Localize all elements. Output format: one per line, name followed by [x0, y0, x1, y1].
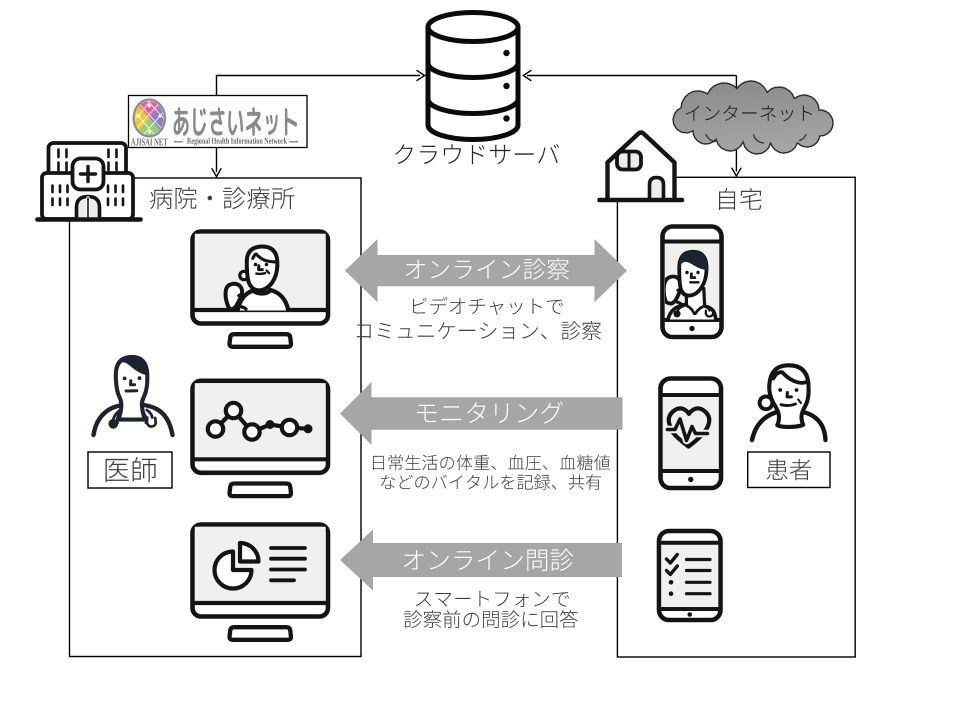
flow-arrow-both-icon — [345, 239, 627, 303]
flow0-title-text — [406, 258, 569, 280]
hospital-label: 病院・診療所 — [150, 183, 296, 210]
home-label: 自宅 — [719, 186, 767, 212]
arrowhead-left-icon — [522, 69, 532, 82]
arrowhead-down-icon — [730, 167, 742, 178]
internet-label: インターネット — [686, 103, 817, 124]
pie-report — [212, 540, 307, 591]
logo-abbr: AJISAI NET — [131, 136, 187, 147]
ajisai-net-logo — [127, 94, 308, 149]
doctor-label-text — [105, 457, 157, 483]
flow1-desc0: 日常生活の体重、血圧、血糖値 — [373, 451, 614, 470]
database-icon — [425, 10, 521, 142]
flow0-desc0: ビデオチャットで — [413, 295, 568, 316]
heart-pulse-icon — [663, 406, 712, 449]
hospital-label-text — [150, 186, 294, 210]
flow2-desc1: 診察前の問診に回答 — [404, 607, 579, 628]
patient-label-box — [747, 451, 831, 489]
monitor-person — [223, 244, 291, 311]
doctor-icon — [91, 354, 175, 438]
flow0-desc1: コミュニケーション、診察 — [357, 318, 604, 341]
flow1-title: モニタリング — [417, 395, 567, 423]
flow2-desc-text — [404, 591, 578, 629]
flow-arrows — [340, 239, 627, 629]
flow1-desc1: などのバイタルを記録、共有 — [381, 471, 603, 490]
doctor-label-box — [87, 451, 173, 489]
arrowhead-right-icon — [416, 69, 426, 82]
home-label-text — [719, 188, 762, 210]
smartphone-health-icon — [658, 376, 724, 491]
flow2-title-text — [404, 548, 574, 571]
logo-abbr-text — [131, 138, 168, 146]
home-section-box — [616, 176, 856, 658]
logo-subtitle: Regional Health Information Network — [187, 135, 328, 145]
patient-label-text — [766, 458, 811, 481]
doctor-label: 医師 — [106, 455, 161, 485]
cloud-server-label-text — [395, 143, 559, 165]
patient-icon — [749, 363, 828, 443]
flow1-title-text — [417, 401, 563, 424]
checklist-icon — [664, 552, 712, 596]
tablet-checklist-icon — [656, 528, 723, 623]
cloud-server-label: クラウドサーバ — [395, 142, 563, 168]
flow2-title: オンライン問診 — [404, 543, 577, 570]
cloud-icon — [672, 80, 834, 155]
arrowhead-down-icon — [211, 167, 222, 179]
flow0-desc-text — [357, 297, 601, 340]
patient-label: 患者 — [767, 455, 814, 481]
hospital-icon — [35, 141, 143, 222]
ajisai-logo-mark-icon — [131, 98, 168, 146]
logo-title-text — [173, 107, 297, 136]
internet-label-text — [685, 105, 812, 122]
phone-doctor — [665, 249, 718, 320]
internet-cloud — [672, 80, 834, 155]
logo-subtitle-text — [174, 137, 298, 146]
flow1-desc-text — [373, 454, 610, 490]
house-icon — [597, 130, 685, 203]
vitals-chart — [205, 400, 313, 442]
hospital-to-server-line — [215, 74, 420, 96]
flow0-title: オンライン診察 — [406, 254, 572, 280]
